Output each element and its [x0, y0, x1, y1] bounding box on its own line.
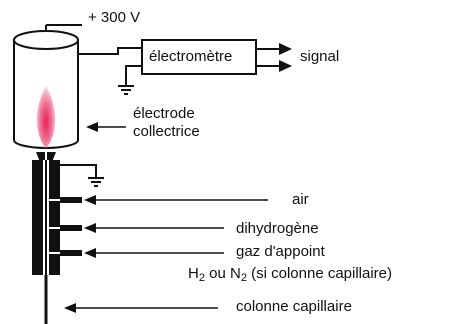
n-subscript: 2 — [240, 272, 247, 284]
h-subscript: 2 — [198, 272, 205, 284]
h-symbol: H — [188, 265, 199, 282]
electrometer-ground — [118, 65, 142, 95]
electrometer-box — [141, 39, 257, 75]
makeup-gas-label: gaz d'appoint — [236, 243, 325, 260]
air-label: air — [292, 191, 309, 208]
collector-arrow — [86, 122, 126, 132]
burner-body — [32, 160, 82, 278]
or-n-symbol: ou N — [204, 265, 241, 282]
signal-label: signal — [300, 48, 340, 65]
hydrogen-arrow — [84, 223, 224, 233]
collector-label-line2: collectrice — [133, 123, 200, 140]
collector-label-line1: électrode — [133, 105, 195, 122]
electrometer-label: électromètre — [149, 48, 233, 65]
makeup-gas-detail-label: H2 ou N2 (si colonne capillaire) — [188, 265, 392, 287]
voltage-label: + 300 V — [88, 9, 141, 26]
capillary-label: colonne capillaire — [236, 298, 352, 315]
flame — [36, 86, 56, 148]
capillary-condition: (si colonne capillaire) — [246, 265, 393, 282]
hydrogen-label: dihydrogène — [236, 220, 319, 237]
collector-to-electrometer-wire — [78, 47, 142, 55]
burner-ground — [60, 164, 104, 187]
signal-arrows — [256, 43, 292, 72]
air-arrow — [84, 195, 268, 205]
capillary-arrow — [64, 303, 218, 313]
makeup-gas-arrow — [84, 248, 224, 258]
